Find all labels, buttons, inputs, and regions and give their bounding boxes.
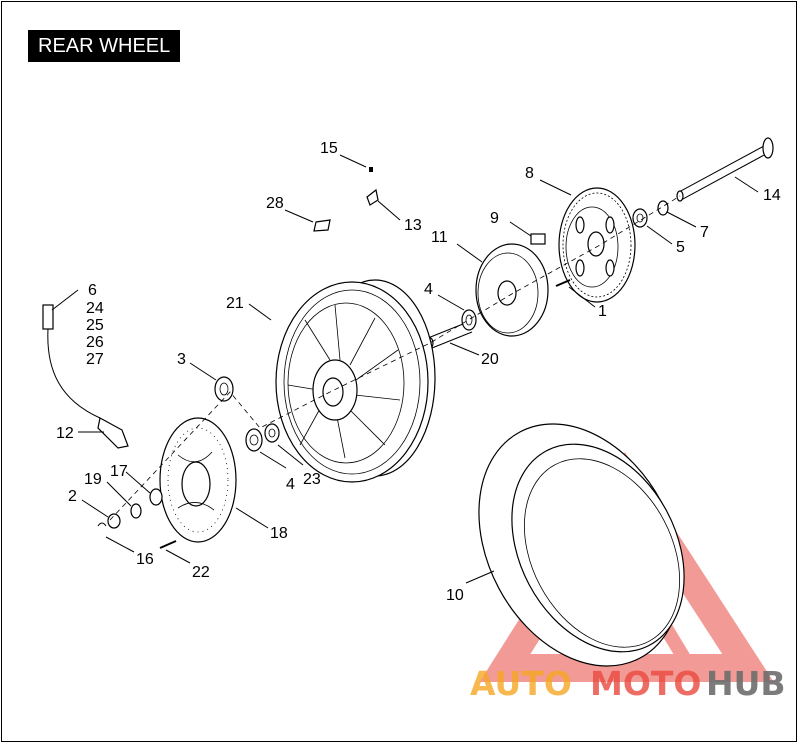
spacer-17 <box>149 488 163 506</box>
wheel-speed-sensor <box>42 304 129 449</box>
spacer-5 <box>632 208 648 228</box>
valve-stem <box>366 188 379 206</box>
callout-22: 22 <box>192 564 210 581</box>
washer-7 <box>657 200 669 216</box>
balance-weight <box>313 219 331 232</box>
seal-23 <box>264 423 280 443</box>
wheel <box>275 279 436 483</box>
callouts: 15 28 13 8 9 11 14 7 5 1 4 20 21 3 4 23 … <box>56 140 781 604</box>
bearing-4-lower <box>245 428 263 452</box>
diagram-title: REAR WHEEL <box>28 30 181 62</box>
sprocket <box>558 187 636 303</box>
callout-13: 13 <box>404 217 422 234</box>
callout-4-lower: 4 <box>286 476 295 493</box>
watermark-auto: AUTO <box>470 664 572 703</box>
callout-1: 1 <box>598 303 607 320</box>
callout-6: 6 <box>88 282 97 299</box>
callout-12: 12 <box>56 425 74 442</box>
bearing-4-upper <box>461 309 477 331</box>
callout-19: 19 <box>84 471 102 488</box>
callout-9: 9 <box>490 210 499 227</box>
tire <box>478 423 685 667</box>
screw-22 <box>159 540 177 549</box>
clip-16 <box>97 522 107 527</box>
valve-cap <box>369 167 373 172</box>
callout-18: 18 <box>270 525 288 542</box>
callout-21: 21 <box>226 295 244 312</box>
axle-centerline <box>109 195 681 521</box>
callout-25: 25 <box>86 317 104 334</box>
callout-26: 26 <box>86 334 104 351</box>
isolator-9 <box>530 233 546 245</box>
callout-28: 28 <box>266 195 284 212</box>
brake-disc <box>159 417 237 543</box>
callout-4-upper: 4 <box>424 281 433 298</box>
callout-5: 5 <box>676 239 685 256</box>
callout-2: 2 <box>68 488 77 505</box>
callout-24: 24 <box>86 300 104 317</box>
callout-15: 15 <box>320 140 338 157</box>
leader-lines <box>51 154 759 584</box>
callout-11: 11 <box>431 229 448 246</box>
callout-8: 8 <box>525 165 534 182</box>
washer-19 <box>130 503 142 519</box>
callout-16: 16 <box>136 551 154 568</box>
callout-27: 27 <box>86 351 104 368</box>
watermark-hub: HUB <box>706 664 786 703</box>
callout-14: 14 <box>763 187 781 204</box>
watermark-moto: MOTO <box>590 664 701 703</box>
hub-cover <box>475 243 549 337</box>
watermark-text: AUTO MOTO HUB <box>470 664 786 703</box>
axle <box>676 137 774 202</box>
bearing-3 <box>214 376 234 402</box>
callout-20: 20 <box>481 351 499 368</box>
callout-3: 3 <box>177 351 186 368</box>
callout-10: 10 <box>446 587 464 604</box>
callout-17: 17 <box>110 463 128 480</box>
callout-23: 23 <box>303 471 321 488</box>
nut-2 <box>107 513 121 529</box>
bolt-1 <box>555 279 571 287</box>
callout-7: 7 <box>700 224 709 241</box>
